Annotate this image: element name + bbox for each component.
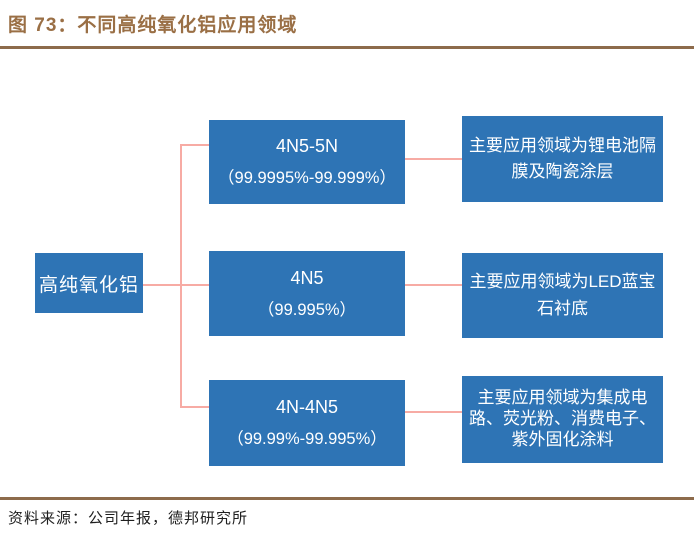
- application-label: 主要应用领域为集成电路、荧光粉、消费电子、紫外固化涂料: [469, 388, 656, 449]
- connector-trunk-to-grade-1: [180, 144, 209, 146]
- grade-node-4n-4n5: 4N-4N5 （99.99%-99.995%）: [209, 380, 405, 466]
- application-node-lithium-battery: 主要应用领域为锂电池隔膜及陶瓷涂层: [462, 116, 663, 202]
- grade-label: 4N-4N5: [275, 397, 339, 417]
- purity-range-label: （99.99%-99.995%）: [227, 430, 387, 448]
- title-underline-rule: [0, 46, 694, 49]
- grade-label: 4N5-5N: [275, 136, 339, 156]
- grade-node-4n5: 4N5 （99.995%）: [209, 251, 405, 336]
- root-node-label: 高纯氧化铝: [38, 274, 139, 296]
- grade-label: 4N5: [290, 267, 324, 288]
- connector-grade-1-to-application: [405, 158, 462, 160]
- root-node-high-purity-alumina: 高纯氧化铝: [35, 253, 143, 313]
- figure-title: 图 73：不同高纯氧化铝应用领域: [8, 15, 298, 36]
- connector-vertical-trunk: [180, 144, 182, 408]
- connector-grade-3-to-application: [405, 411, 462, 413]
- application-node-integrated-circuits: 主要应用领域为集成电路、荧光粉、消费电子、紫外固化涂料: [462, 376, 663, 463]
- purity-range-label: （99.9995%-99.999%）: [218, 169, 396, 187]
- application-label: 主要应用领域为LED蓝宝石衬底: [469, 272, 656, 318]
- application-node-led-sapphire: 主要应用领域为LED蓝宝石衬底: [462, 253, 663, 338]
- source-note: 资料来源：公司年报，德邦研究所: [8, 511, 249, 527]
- application-label: 主要应用领域为锂电池隔膜及陶瓷涂层: [469, 135, 656, 181]
- connector-root-to-grade-2: [143, 284, 209, 286]
- grade-node-4n5-5n: 4N5-5N （99.9995%-99.999%）: [209, 120, 405, 204]
- purity-range-label: （99.995%）: [257, 300, 357, 319]
- footer-rule: [0, 497, 694, 500]
- connector-trunk-to-grade-3: [180, 406, 209, 408]
- connector-grade-2-to-application: [405, 284, 462, 286]
